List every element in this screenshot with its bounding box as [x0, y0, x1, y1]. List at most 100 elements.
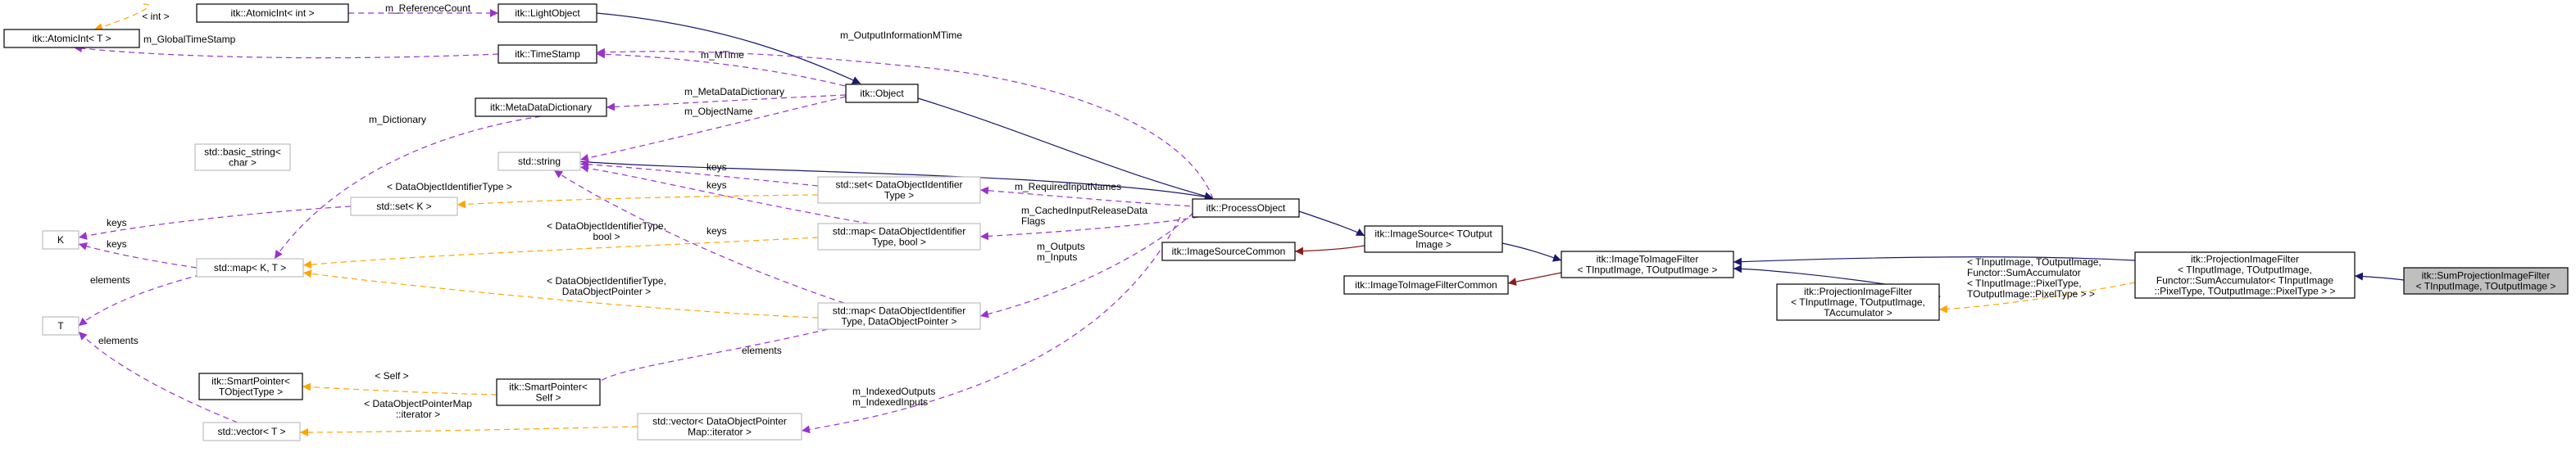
node-proj-tacc[interactable]: itk::ProjectionImageFilter< TInputImage,…: [1776, 283, 1940, 321]
node-box: [196, 3, 349, 23]
node-box: [2403, 267, 2569, 295]
node-box: [497, 151, 581, 171]
node-box: [42, 316, 80, 336]
usage-edge-15: [579, 96, 847, 162]
node-box: [2134, 251, 2356, 299]
edge-label-proj-tmpl: Functor::SumAccumulator: [1967, 267, 2081, 278]
node-basic-string[interactable]: std::basic_string<char >: [194, 143, 291, 171]
usage-edge-25: [801, 216, 1181, 434]
usage-edge-11: [73, 44, 499, 59]
usage-edge-12: [596, 50, 902, 103]
node-proj-full[interactable]: itk::ProjectionImageFilter< TInputImage,…: [2134, 251, 2356, 299]
node-k[interactable]: K: [42, 230, 80, 250]
edge-label-mtime: m_MTime: [701, 49, 744, 61]
node-box: [497, 44, 597, 64]
template-edge-33: [302, 382, 497, 396]
inheritance-edge-1: [917, 97, 1214, 201]
node-image-to-image[interactable]: itk::ImageToImageFilter< TInputImage, TO…: [1561, 251, 1734, 278]
template-edge-29: [93, 3, 150, 31]
node-meta-dict[interactable]: itk::MetaDataDictionary: [475, 97, 607, 117]
edge-label-keys-map-kt: keys: [107, 238, 127, 250]
usage-edge-23: [979, 216, 1199, 241]
node-label: std::map< DataObjectIdentifier: [833, 226, 965, 237]
edge-label-ptr-map-iter: ::iterator >: [396, 409, 440, 420]
inheritance-edge-0: [596, 12, 861, 84]
node-smart-ptr-self[interactable]: itk::SmartPointer<Self >: [496, 378, 601, 406]
template-edge-34: [299, 426, 638, 436]
node-vector-t[interactable]: std::vector< T >: [202, 422, 301, 441]
node-map-doi-bool[interactable]: std::map< DataObjectIdentifierType, bool…: [817, 223, 981, 251]
node-smart-ptr-t[interactable]: itk::SmartPointer<TObjectType >: [198, 373, 303, 400]
node-map-kt[interactable]: std::map< K, T >: [196, 258, 304, 278]
node-label: itk::SmartPointer<: [509, 382, 588, 393]
node-box: [817, 176, 981, 204]
node-atomic-int[interactable]: itk::AtomicInt< int >: [196, 3, 349, 23]
node-label: itk::MetaDataDictionary: [490, 102, 592, 113]
edge-label-keys-map-bool: keys: [706, 179, 727, 191]
edge-label-keys-set-doi: keys: [706, 161, 727, 173]
node-box: [194, 143, 291, 171]
node-box: [1364, 225, 1503, 253]
node-label: Self >: [535, 392, 561, 404]
node-label: ::PixelType, TOutputImage::PixelType > >: [2154, 286, 2335, 297]
edge-label-doi-bool: < DataObjectIdentifierType,: [547, 220, 666, 232]
private-inheritance-edge-9: [1507, 272, 1562, 286]
edge-label-output-info: m_OutputInformationMTime: [840, 29, 962, 41]
node-label: Map::iterator >: [688, 427, 752, 438]
node-label: itk::ProcessObject: [1206, 202, 1286, 214]
template-edge-35: [1938, 282, 2136, 314]
node-set-doi[interactable]: std::set< DataObjectIdentifierType >: [817, 176, 981, 204]
node-label: itk::SmartPointer<: [211, 376, 290, 387]
node-label: < TInputImage, TOutputImage,: [2178, 264, 2312, 276]
node-time-stamp[interactable]: itk::TimeStamp: [497, 44, 597, 64]
node-label: std::vector< T >: [218, 426, 286, 437]
usage-edge-19: [553, 170, 845, 304]
node-label: < TInputImage, TOutputImage,: [1791, 296, 1925, 308]
node-t[interactable]: T: [42, 316, 80, 336]
node-process-object[interactable]: itk::ProcessObject: [1192, 198, 1300, 218]
edge-label-object-name: m_ObjectName: [684, 106, 753, 117]
edge-label-global-ts: m_GlobalTimeStamp: [143, 34, 236, 45]
edge-label-ptr-map-iter: < DataObjectPointerMap: [364, 398, 472, 409]
node-sum-proj[interactable]: itk::SumProjectionImageFilter< TInputIma…: [2403, 267, 2569, 295]
node-vector-doi[interactable]: std::vector< DataObjectPointerMap::itera…: [637, 413, 802, 441]
node-label: Image >: [1415, 239, 1452, 251]
edge-label-elements-vector: elements: [98, 335, 139, 346]
node-light-object[interactable]: itk::LightObject: [497, 3, 597, 23]
node-label: std::string: [518, 156, 561, 167]
node-image-source-common[interactable]: itk::ImageSourceCommon: [1161, 242, 1296, 261]
node-label: itk::LightObject: [515, 7, 580, 19]
edge-label-outputs-inputs: m_Outputs: [1037, 241, 1085, 252]
node-label: Type, bool >: [872, 237, 926, 248]
node-box: [817, 302, 981, 330]
node-label: Type, DataObjectPointer >: [841, 316, 956, 328]
usage-edge-18: [579, 164, 870, 224]
node-label: itk::Object: [860, 88, 904, 99]
node-label: TObjectType >: [219, 386, 283, 398]
node-object[interactable]: itk::Object: [845, 84, 919, 103]
usage-edge-14: [606, 94, 847, 111]
node-image-to-image-common[interactable]: itk::ImageToImageFilterCommon: [1343, 275, 1509, 295]
inheritance-edge-4: [1502, 242, 1562, 262]
node-label: std::map< DataObjectIdentifier: [833, 305, 965, 317]
node-std-string[interactable]: std::string: [497, 151, 581, 171]
private-inheritance-edge-8: [1294, 245, 1365, 255]
node-label: < TInputImage, TOutputImage >: [2416, 281, 2556, 292]
node-map-doi-ptr[interactable]: std::map< DataObjectIdentifierType, Data…: [817, 302, 981, 330]
node-box: [845, 84, 919, 103]
template-edge-31: [302, 237, 819, 269]
node-box: [637, 413, 802, 441]
node-label: itk::AtomicInt< int >: [230, 7, 314, 19]
inheritance-edge-6: [1733, 256, 2136, 266]
node-box: [1192, 198, 1300, 218]
node-box: [497, 3, 597, 23]
node-box: [496, 378, 601, 406]
node-image-source[interactable]: itk::ImageSource< TOutputImage >: [1364, 225, 1503, 253]
node-set-k[interactable]: std::set< K >: [350, 197, 458, 216]
node-atomic-t[interactable]: itk::AtomicInt< T >: [3, 29, 140, 48]
edge-label-required-inputs: m_RequiredInputNames: [1015, 181, 1121, 192]
edge-label-cached-flags: Flags: [1021, 215, 1045, 227]
inheritance-edge-2: [576, 160, 1214, 201]
